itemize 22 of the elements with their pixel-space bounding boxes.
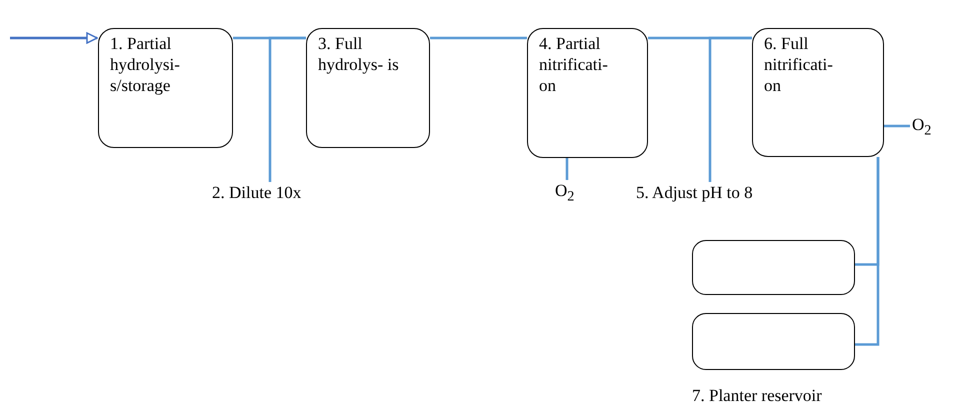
input-label: 2. Dilute 10x (212, 182, 302, 203)
connector-line (430, 36, 527, 40)
reservoir-box (692, 240, 855, 295)
process-label: 4. Partial nitrificati- on (539, 33, 609, 96)
process-label: 1. Partial hydrolysi- s/storage (110, 33, 181, 96)
connector-line (884, 124, 910, 128)
process-box (752, 28, 884, 157)
arrow (10, 32, 98, 44)
input-label: O$_{2}$ (555, 180, 576, 206)
input-label: 5. Adjust pH to 8 (636, 182, 754, 203)
reservoir-label: 7. Planter reservoir (692, 385, 822, 406)
connector-line (855, 157, 880, 346)
input-label: O$_{2}$ (912, 114, 932, 140)
process-label: 3. Full hydrolys- is (318, 33, 399, 75)
process-box (306, 28, 430, 148)
reservoir-box (692, 313, 855, 370)
connector-line (566, 158, 568, 180)
process-box (98, 28, 233, 148)
process-box (527, 28, 648, 158)
connector-line (708, 36, 752, 182)
connector-line (268, 36, 306, 182)
process-label: 6. Full nitrificati- on (764, 33, 834, 96)
